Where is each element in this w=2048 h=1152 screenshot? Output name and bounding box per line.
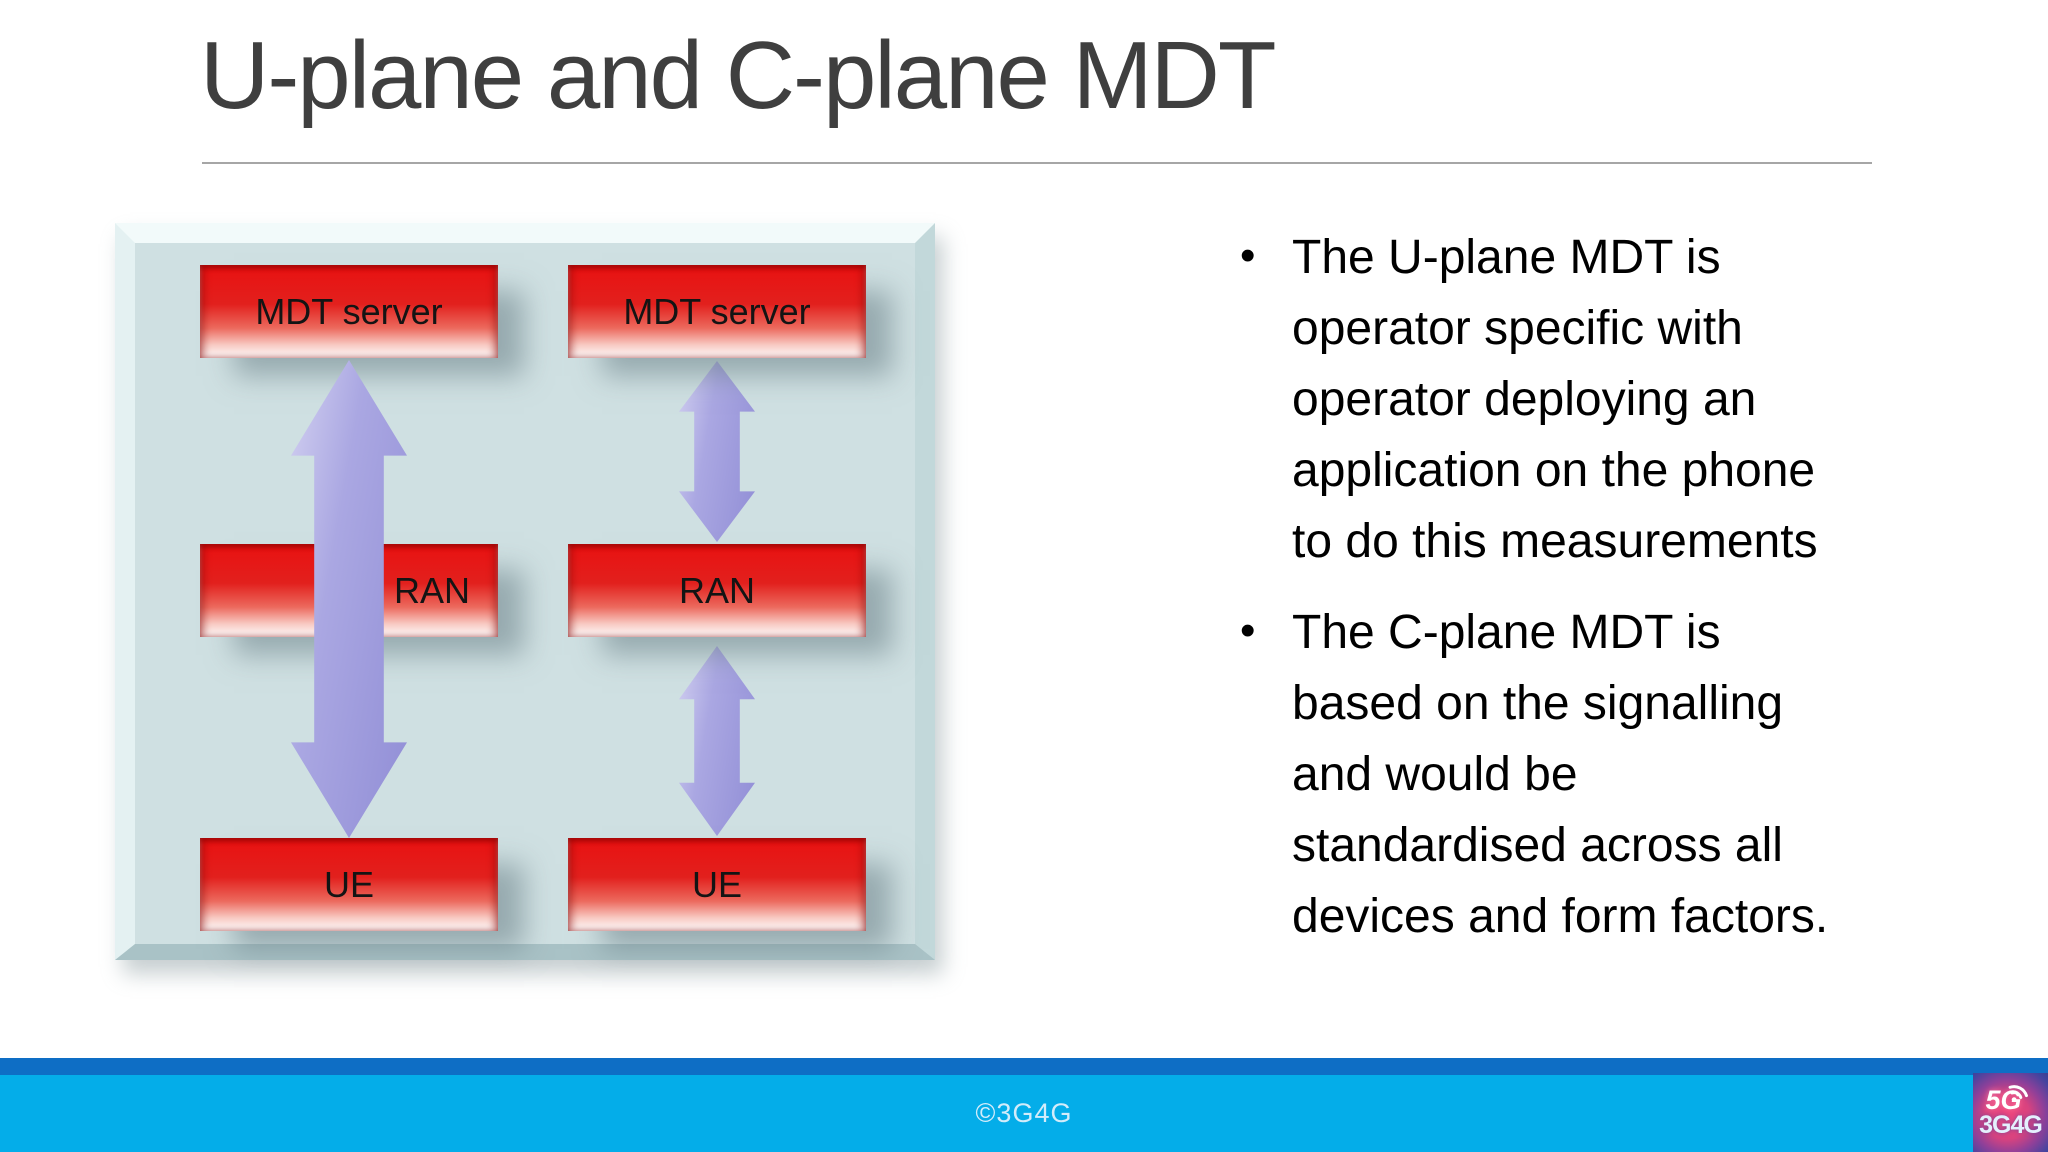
bullet-marker: • bbox=[1240, 606, 1256, 655]
footer-copyright: ©3G4G bbox=[975, 1098, 1073, 1128]
node-label: RAN bbox=[393, 569, 470, 611]
3g4g-logo: 5G 3G4G bbox=[1973, 1073, 2048, 1152]
node-label: UE bbox=[323, 863, 374, 905]
footer-bar bbox=[0, 1075, 2048, 1152]
node-label: UE bbox=[691, 863, 742, 905]
title-divider bbox=[202, 162, 1872, 164]
node-left-mdt-server: MDT server bbox=[200, 265, 498, 358]
bullet-item-uplane: • The U-plane MDT is operator specific w… bbox=[1240, 222, 1930, 577]
slide-title: U-plane and C-plane MDT bbox=[200, 22, 1277, 129]
bullet-item-cplane: • The C-plane MDT is based on the signal… bbox=[1240, 597, 1930, 952]
node-right-mdt-server: MDT server bbox=[568, 265, 866, 358]
bullet-list: • The U-plane MDT is operator specific w… bbox=[1240, 222, 1930, 972]
footer-accent-strip bbox=[0, 1058, 2048, 1075]
node-label: MDT server bbox=[623, 290, 811, 332]
logo-3g4g-text: 3G4G bbox=[1979, 1110, 2043, 1139]
node-label: MDT server bbox=[255, 290, 443, 332]
node-right-ran: RAN bbox=[568, 544, 866, 637]
bullet-text: The U-plane MDT is operator specific wit… bbox=[1292, 231, 1818, 568]
node-label: RAN bbox=[678, 569, 755, 611]
bullet-text: The C-plane MDT is based on the signalli… bbox=[1292, 606, 1829, 943]
wifi-swoosh-icon bbox=[2008, 1085, 2028, 1103]
node-left-ue: UE bbox=[200, 838, 498, 931]
bullet-marker: • bbox=[1240, 231, 1256, 280]
node-right-ue: UE bbox=[568, 838, 866, 931]
